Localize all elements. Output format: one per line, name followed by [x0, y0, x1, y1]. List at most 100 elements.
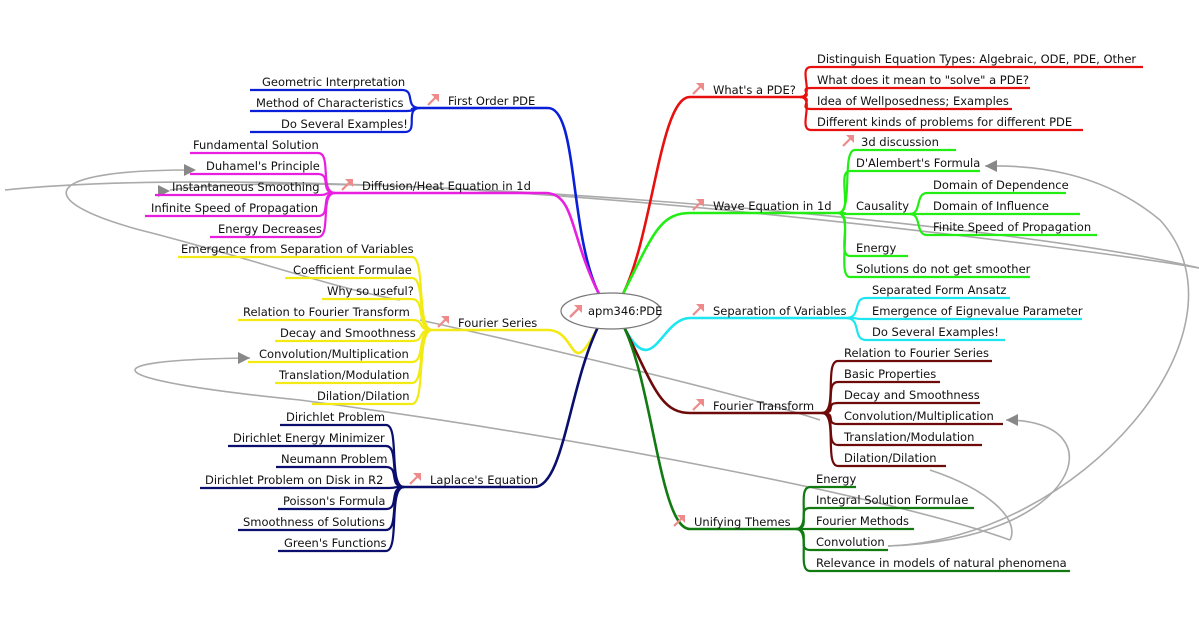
node-separated-form-ansatz[interactable]: Separated Form Ansatz	[866, 283, 1010, 300]
node-coefficient-formulae[interactable]: Coefficient Formulae	[285, 263, 412, 280]
cross-link	[419, 319, 821, 421]
node-geometric-interpretation[interactable]: Geometric Interpretation	[250, 75, 405, 92]
separation-edge	[621, 316, 691, 352]
node-smoothness-of-solutions[interactable]: Smoothness of Solutions	[238, 515, 386, 532]
branch-unifying[interactable]: Unifying Themes	[673, 515, 796, 531]
laplace-edge	[533, 324, 601, 489]
node-label: Different kinds of problems for differen…	[817, 115, 1072, 129]
node-finite-speed-of-propagation[interactable]: Finite Speed of Propagation	[927, 220, 1097, 237]
node-translation-modulation[interactable]: Translation/Modulation	[275, 368, 412, 385]
branch-separation[interactable]: Separation of Variables	[690, 304, 846, 320]
node-energy-decreases[interactable]: Energy Decreases	[210, 222, 322, 239]
node-domain-of-influence[interactable]: Domain of Influence	[927, 199, 1080, 216]
arrow-icon	[409, 473, 421, 485]
node-label: Dirichlet Problem	[286, 410, 385, 424]
branch-label: Fourier Transform	[713, 399, 814, 413]
node-label: Separated Form Ansatz	[872, 283, 1006, 297]
node-emergence-of-eignevalue-parameter[interactable]: Emergence of Eignevalue Parameter	[866, 304, 1083, 321]
node-label: Smoothness of Solutions	[243, 515, 385, 529]
branch-wave[interactable]: Wave Equation in 1d	[690, 199, 838, 215]
node-causality[interactable]: Causality	[850, 199, 912, 216]
child-edge	[401, 88, 421, 110]
unifying-edge	[621, 324, 691, 531]
node-fourier-methods[interactable]: Fourier Methods	[810, 514, 914, 531]
node-d-alembert-s-formula[interactable]: D'Alembert's Formula	[850, 156, 980, 173]
node-why-so-useful[interactable]: Why so useful?	[322, 284, 414, 301]
node-fundamental-solution[interactable]: Fundamental Solution	[190, 138, 319, 155]
node-dirichlet-problem[interactable]: Dirichlet Problem	[280, 410, 386, 427]
node-dirichlet-energy-minimizer[interactable]: Dirichlet Energy Minimizer	[228, 431, 386, 448]
node-duhamel-s-principle[interactable]: Duhamel's Principle	[190, 159, 320, 176]
branch-fourier-transform[interactable]: Fourier Transform	[690, 399, 822, 415]
center-node[interactable]: apm346:PDE	[560, 292, 662, 330]
branch-fourier-series[interactable]: Fourier Series	[432, 316, 548, 332]
node-instantaneous-smoothing[interactable]: Instantaneous Smoothing	[155, 180, 320, 197]
child-edge	[845, 316, 867, 342]
child-edge	[317, 191, 336, 239]
node-integral-solution-formulae[interactable]: Integral Solution Formulae	[810, 493, 974, 510]
node-emergence-from-separation-of-variables[interactable]: Emergence from Separation of Variables	[178, 242, 414, 259]
wave-edge	[621, 211, 691, 295]
branch-first-order-pde[interactable]: First Order PDE	[420, 94, 548, 110]
node-green-s-functions[interactable]: Green's Functions	[278, 536, 387, 553]
node-label: Energy Decreases	[218, 222, 322, 236]
branch-diffusion[interactable]: Diffusion/Heat Equation in 1d	[335, 179, 545, 195]
node-do-several-examples[interactable]: Do Several Examples!	[250, 117, 408, 134]
node-label: Green's Functions	[284, 536, 387, 550]
node-basic-properties[interactable]: Basic Properties	[838, 367, 940, 384]
node-energy[interactable]: Energy	[850, 241, 908, 258]
child-edge	[404, 106, 421, 134]
node-method-of-characteristics[interactable]: Method of Characteristics	[250, 96, 405, 113]
node-label: Method of Characteristics	[256, 96, 404, 110]
node-different-kinds-of-problems-for-different-pde[interactable]: Different kinds of problems for differen…	[811, 115, 1083, 132]
diffusion-edge	[544, 191, 601, 295]
node-distinguish-equation-types-algebraic-ode-pde-other[interactable]: Distinguish Equation Types: Algebraic, O…	[811, 52, 1143, 69]
node-infinite-speed-of-propagation[interactable]: Infinite Speed of Propagation	[145, 201, 318, 218]
node-label: Fundamental Solution	[193, 138, 319, 152]
link-arrowhead	[184, 164, 196, 176]
node-do-several-examples[interactable]: Do Several Examples!	[866, 325, 1005, 342]
node-label: Idea of Wellposedness; Examples	[817, 94, 1009, 108]
branch-nodes: First Order PDE Geometric InterpretationM…	[145, 52, 1143, 573]
node-energy[interactable]: Energy	[810, 472, 856, 489]
branch-whats-pde[interactable]: What's a PDE?	[690, 83, 800, 99]
node-label: Why so useful?	[327, 284, 414, 298]
node-dilation-dilation[interactable]: Dilation/Dilation	[312, 389, 412, 406]
node-idea-of-wellposedness-examples[interactable]: Idea of Wellposedness; Examples	[811, 94, 1012, 111]
node-label: Energy	[816, 472, 856, 486]
node-label: Do Several Examples!	[872, 325, 999, 339]
child-edge	[821, 411, 839, 468]
node-convolution-multiplication[interactable]: Convolution/Multiplication	[248, 347, 412, 364]
link-arrowhead	[1006, 414, 1018, 426]
node-convolution-multiplication[interactable]: Convolution/Multiplication	[838, 409, 1003, 426]
branch-laplace[interactable]: Laplace's Equation	[404, 473, 538, 489]
node-label: Convolution/Multiplication	[844, 409, 994, 423]
node-relation-to-fourier-series[interactable]: Relation to Fourier Series	[838, 346, 992, 363]
arrow-icon	[842, 135, 854, 147]
node-dirichlet-problem-on-disk-in-r2[interactable]: Dirichlet Problem on Disk in R2	[200, 473, 386, 490]
node-label: Do Several Examples!	[281, 117, 408, 131]
node-relation-to-fourier-transform[interactable]: Relation to Fourier Transform	[238, 305, 412, 322]
node-convolution[interactable]: Convolution	[810, 535, 888, 552]
node-decay-and-smoothness[interactable]: Decay and Smoothness	[275, 326, 416, 343]
cross-links	[4, 160, 1199, 547]
node-what-does-it-mean-to-solve-a-pde[interactable]: What does it mean to "solve" a PDE?	[811, 73, 1030, 90]
node-3d-discussion[interactable]: 3d discussion	[842, 135, 956, 152]
node-translation-modulation[interactable]: Translation/Modulation	[838, 430, 982, 447]
node-domain-of-dependence[interactable]: Domain of Dependence	[927, 178, 1069, 195]
node-label: Fourier Methods	[816, 514, 909, 528]
child-edge	[845, 296, 867, 320]
node-neumann-problem[interactable]: Neumann Problem	[276, 452, 387, 469]
arrow-icon	[692, 83, 704, 95]
node-poisson-s-formula[interactable]: Poisson's Formula	[278, 494, 386, 511]
node-label: Dilation/Dilation	[317, 389, 410, 403]
cross-link	[887, 419, 1071, 547]
cross-link	[134, 357, 1011, 541]
node-solutions-do-not-get-smoother[interactable]: Solutions do not get smoother	[850, 262, 1031, 279]
node-dilation-dilation[interactable]: Dilation/Dilation	[838, 451, 946, 468]
child-edge	[795, 527, 811, 573]
node-relevance-in-models-of-natural-phenomena[interactable]: Relevance in models of natural phenomena	[810, 556, 1070, 573]
center-node-ellipse	[560, 292, 662, 330]
branch-label: What's a PDE?	[713, 83, 796, 97]
node-decay-and-smoothness[interactable]: Decay and Smoothness	[838, 388, 980, 405]
